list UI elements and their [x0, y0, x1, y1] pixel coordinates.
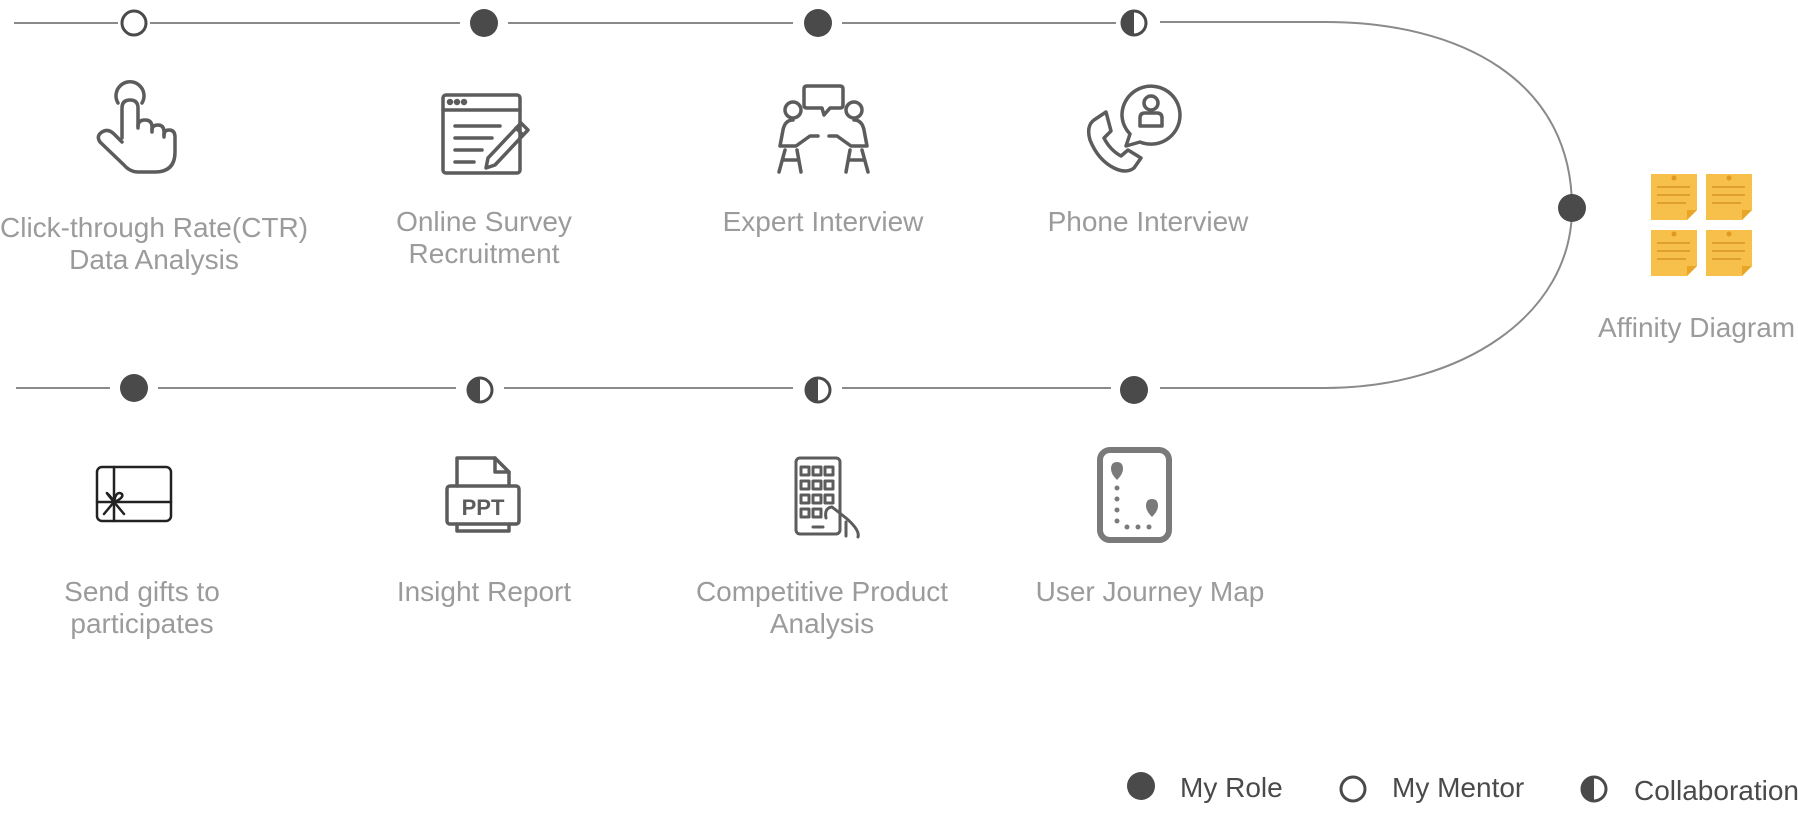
node-expert-role	[804, 9, 832, 37]
svg-text:PPT: PPT	[462, 495, 505, 520]
step-label-line: Affinity Diagram	[1598, 312, 1796, 343]
step-label-journey: User Journey Map	[1010, 576, 1290, 608]
step-label-line: Send gifts to	[64, 576, 220, 607]
step-label-survey: Online Survey Recruitment	[364, 206, 604, 270]
step-label-line: Data Analysis	[69, 244, 239, 275]
step-label-affinity: Affinity Diagram	[1598, 312, 1798, 344]
timeline-connectors	[14, 21, 1574, 389]
step-label-line: Recruitment	[408, 238, 560, 269]
legend-collaboration-label: Collaboration	[1634, 775, 1798, 806]
step-label-line: Expert Interview	[722, 206, 924, 237]
node-survey-role	[470, 9, 498, 37]
step-label-phone: Phone Interview	[1016, 206, 1280, 238]
step-label-line: Click-through Rate(CTR)	[0, 212, 309, 243]
step-label-line: Analysis	[769, 608, 875, 639]
tablet-grid-icon	[794, 456, 860, 539]
survey-form-icon	[441, 93, 530, 175]
node-ctr-mentor	[120, 9, 148, 37]
legend-mentor-label: My Mentor	[1392, 772, 1525, 803]
node-journey-role	[1120, 376, 1148, 404]
step-label-report: Insight Report	[364, 576, 604, 608]
interview-people-icon	[777, 84, 870, 174]
legend-role-label: My Role	[1180, 772, 1283, 803]
legend-role-marker	[1127, 772, 1155, 800]
node-affinity-role	[1558, 194, 1586, 222]
step-label-line: participates	[70, 608, 214, 639]
step-label-competitive: Competitive Product Analysis	[680, 576, 964, 640]
node-report-collaboration	[466, 376, 494, 404]
legend-mentor-marker	[1339, 775, 1367, 803]
node-phone-collaboration	[1120, 9, 1148, 37]
step-label-line: Insight Report	[396, 576, 572, 607]
step-label-line: Online Survey	[396, 206, 572, 237]
step-label-expert: Expert Interview	[688, 206, 958, 238]
node-competitive-collaboration	[804, 376, 832, 404]
journey-map-icon	[1097, 447, 1172, 543]
step-label-line: Competitive Product	[695, 576, 949, 607]
step-label-line: Phone Interview	[1047, 206, 1249, 237]
legend-collaboration-marker	[1580, 775, 1608, 803]
gift-card-icon	[95, 465, 173, 523]
timeline-nodes	[120, 9, 1586, 404]
ppt-file-icon: PPT	[445, 456, 521, 533]
legend-markers	[1127, 772, 1608, 803]
sticky-notes-icon	[1651, 174, 1752, 276]
tap-hand-icon	[96, 80, 177, 174]
phone-interview-icon	[1086, 84, 1182, 173]
connector-curve	[1160, 21, 1574, 389]
step-label-gifts: Send gifts to participates	[32, 576, 252, 640]
node-gifts-role	[120, 374, 148, 402]
step-label-line: User Journey Map	[1035, 576, 1265, 607]
step-label-ctr: Click-through Rate(CTR) Data Analysis	[0, 212, 308, 276]
